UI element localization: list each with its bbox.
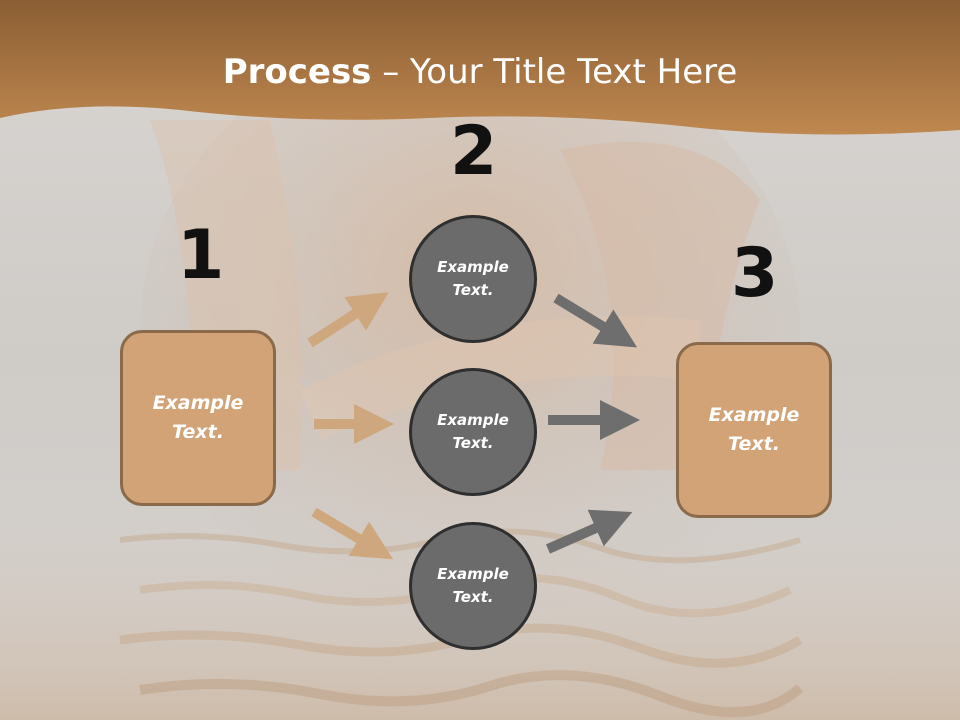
step-3-label: Example Text. [708, 404, 800, 455]
step-1-box: Example Text. [120, 330, 276, 506]
arrow-2-to-3-top [553, 293, 638, 348]
title-bold: Process [222, 52, 372, 92]
step-2-circle-top-label: Example Text. [437, 258, 509, 299]
step-number-2: 2 [450, 112, 498, 191]
arrow-2-to-3-bottom [545, 509, 633, 554]
arrow-1-to-2-top [307, 292, 389, 348]
step-2-circle-bottom: Example Text. [409, 522, 537, 650]
step-number-3: 3 [731, 234, 779, 313]
step-2-circle-bottom-label: Example Text. [437, 565, 509, 606]
arrow-1-to-2-bottom [311, 507, 394, 560]
page-title: Process – Your Title Text Here [0, 52, 960, 92]
step-3-box: Example Text. [676, 342, 832, 518]
step-1-label: Example Text. [152, 392, 244, 443]
step-2-circle-middle-label: Example Text. [437, 411, 509, 452]
step-2-circle-top: Example Text. [409, 215, 537, 343]
title-banner [0, 0, 960, 135]
step-number-1: 1 [177, 216, 225, 295]
title-rest: – Your Title Text Here [371, 52, 738, 92]
step-2-circle-middle: Example Text. [409, 368, 537, 496]
